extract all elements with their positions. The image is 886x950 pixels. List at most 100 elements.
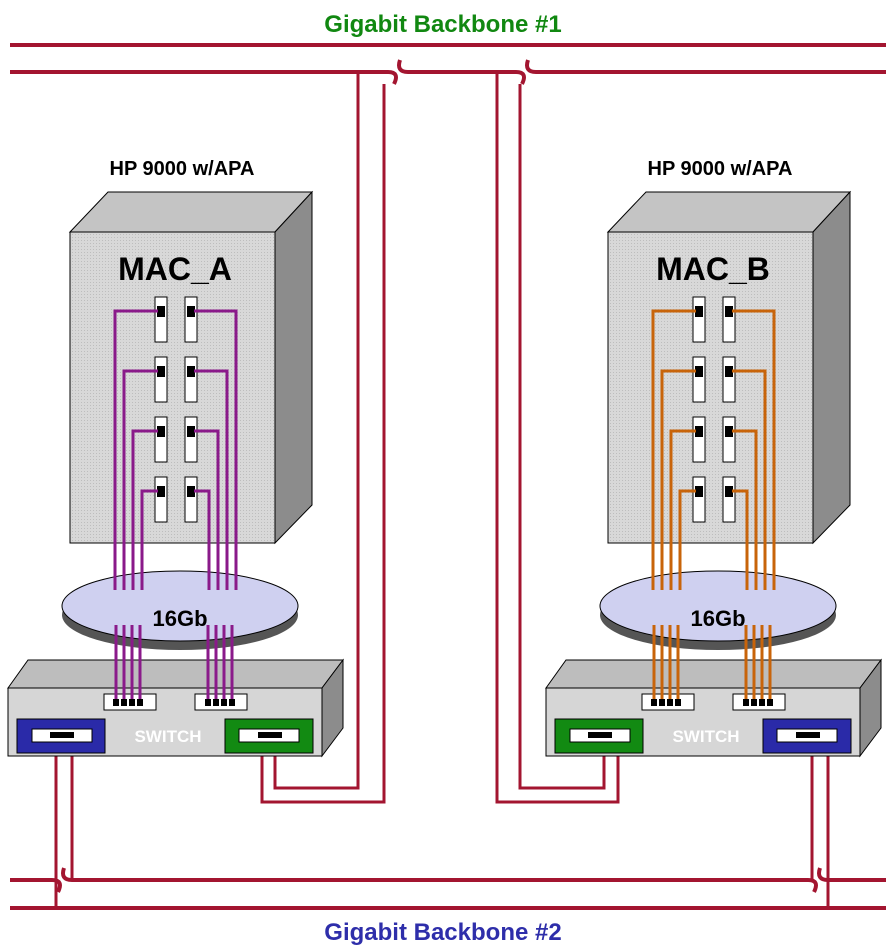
ring-label: 16Gb [690, 606, 745, 631]
downlinks-backbone-2 [54, 740, 830, 908]
link-line [732, 369, 767, 590]
nic-card-connector [187, 366, 195, 377]
trunk-connector [651, 699, 657, 706]
nic-card [692, 476, 706, 523]
nic-card-connector [157, 366, 165, 377]
nic-card [722, 356, 736, 403]
nic-card [184, 296, 198, 343]
backbone-1-line-lower [10, 59, 886, 85]
nic-card [184, 476, 198, 523]
switch-top [7, 659, 344, 689]
trunk-connector [659, 699, 665, 706]
nic-card-connector [725, 306, 733, 317]
nic-card-connector [157, 486, 165, 497]
uplink-port-right-connector [258, 732, 282, 738]
trunk-connector [205, 699, 211, 706]
cabinet-side [812, 190, 851, 545]
trunk-connector [743, 699, 749, 706]
trunk-connector [759, 699, 765, 706]
backbone-1: Gigabit Backbone #1 [10, 11, 886, 85]
link-line [660, 369, 696, 590]
nic-card [722, 296, 736, 343]
uplink-b-outer [495, 72, 620, 804]
trunk-connector [137, 699, 143, 706]
nic-card [722, 476, 736, 523]
link-line [194, 429, 220, 590]
trunk-connector [675, 699, 681, 706]
nic-card [692, 356, 706, 403]
link-line [194, 309, 238, 590]
trunk-connector [121, 699, 127, 706]
nic-card-connector [187, 486, 195, 497]
link-line [732, 309, 776, 590]
trunk-connector [229, 699, 235, 706]
backbone-2-line-upper [10, 867, 886, 893]
switch-top [545, 659, 882, 689]
link-line [732, 429, 758, 590]
trunk-connector [221, 699, 227, 706]
link-line [122, 369, 158, 590]
ring-label: 16Gb [152, 606, 207, 631]
switch-label: SWITCH [672, 727, 739, 746]
server-group-mac-b: HP 9000 w/APA MAC_B SWITCH 16Gb [545, 158, 882, 758]
link-line [194, 369, 229, 590]
nic-card-connector [157, 306, 165, 317]
uplink-a-outer [260, 84, 386, 804]
aggregation-ring [61, 570, 299, 642]
server-name: MAC_B [656, 251, 770, 287]
nic-card-connector [187, 426, 195, 437]
backbone-2-title: Gigabit Backbone #2 [324, 919, 561, 946]
uplink-port-left-connector [588, 732, 612, 738]
cabinet-side [274, 190, 313, 545]
uplink-port-left-connector [50, 732, 74, 738]
trunk-connector [129, 699, 135, 706]
uplink-a-inner [273, 72, 360, 790]
link-line [194, 489, 211, 590]
nic-card [722, 416, 736, 463]
uplink-port-right-connector [796, 732, 820, 738]
cabinet-top [68, 191, 314, 233]
trunk-connector [113, 699, 119, 706]
nic-card-connector [725, 486, 733, 497]
trunk-connector [767, 699, 773, 706]
nic-card [154, 356, 168, 403]
nic-card [692, 296, 706, 343]
trunk-connector [667, 699, 673, 706]
nic-card-connector [725, 426, 733, 437]
server-caption: HP 9000 w/APA [648, 158, 793, 180]
nic-card-connector [157, 426, 165, 437]
trunk-connector [751, 699, 757, 706]
link-line [140, 489, 158, 590]
link-line [113, 309, 158, 590]
nic-card-connector [695, 306, 703, 317]
cabinet-top [606, 191, 852, 233]
nic-card-connector [725, 366, 733, 377]
uplinks-backbone-1 [260, 72, 620, 804]
switch-label: SWITCH [134, 727, 201, 746]
nic-card-connector [187, 306, 195, 317]
nic-card [154, 296, 168, 343]
link-line [131, 429, 158, 590]
nic-card [154, 476, 168, 523]
aggregation-ring [599, 570, 837, 642]
link-line [678, 489, 696, 590]
cabinet-front [69, 231, 276, 544]
backbone-2: Gigabit Backbone #2 [10, 867, 886, 946]
backbone-1-title: Gigabit Backbone #1 [324, 11, 561, 38]
link-line [669, 429, 696, 590]
nic-card [184, 416, 198, 463]
nic-card-connector [695, 486, 703, 497]
nic-card [692, 416, 706, 463]
cabinet-front [607, 231, 814, 544]
uplink-b-inner [518, 84, 606, 790]
server-group-mac-a: HP 9000 w/APA MAC_A SWITCH 16Gb [7, 158, 344, 758]
server-caption: HP 9000 w/APA [110, 158, 255, 180]
nic-card-connector [695, 366, 703, 377]
nic-card [154, 416, 168, 463]
server-name: MAC_A [118, 251, 232, 287]
trunk-connector [213, 699, 219, 706]
nic-card-connector [695, 426, 703, 437]
link-line [732, 489, 749, 590]
link-line [651, 309, 696, 590]
